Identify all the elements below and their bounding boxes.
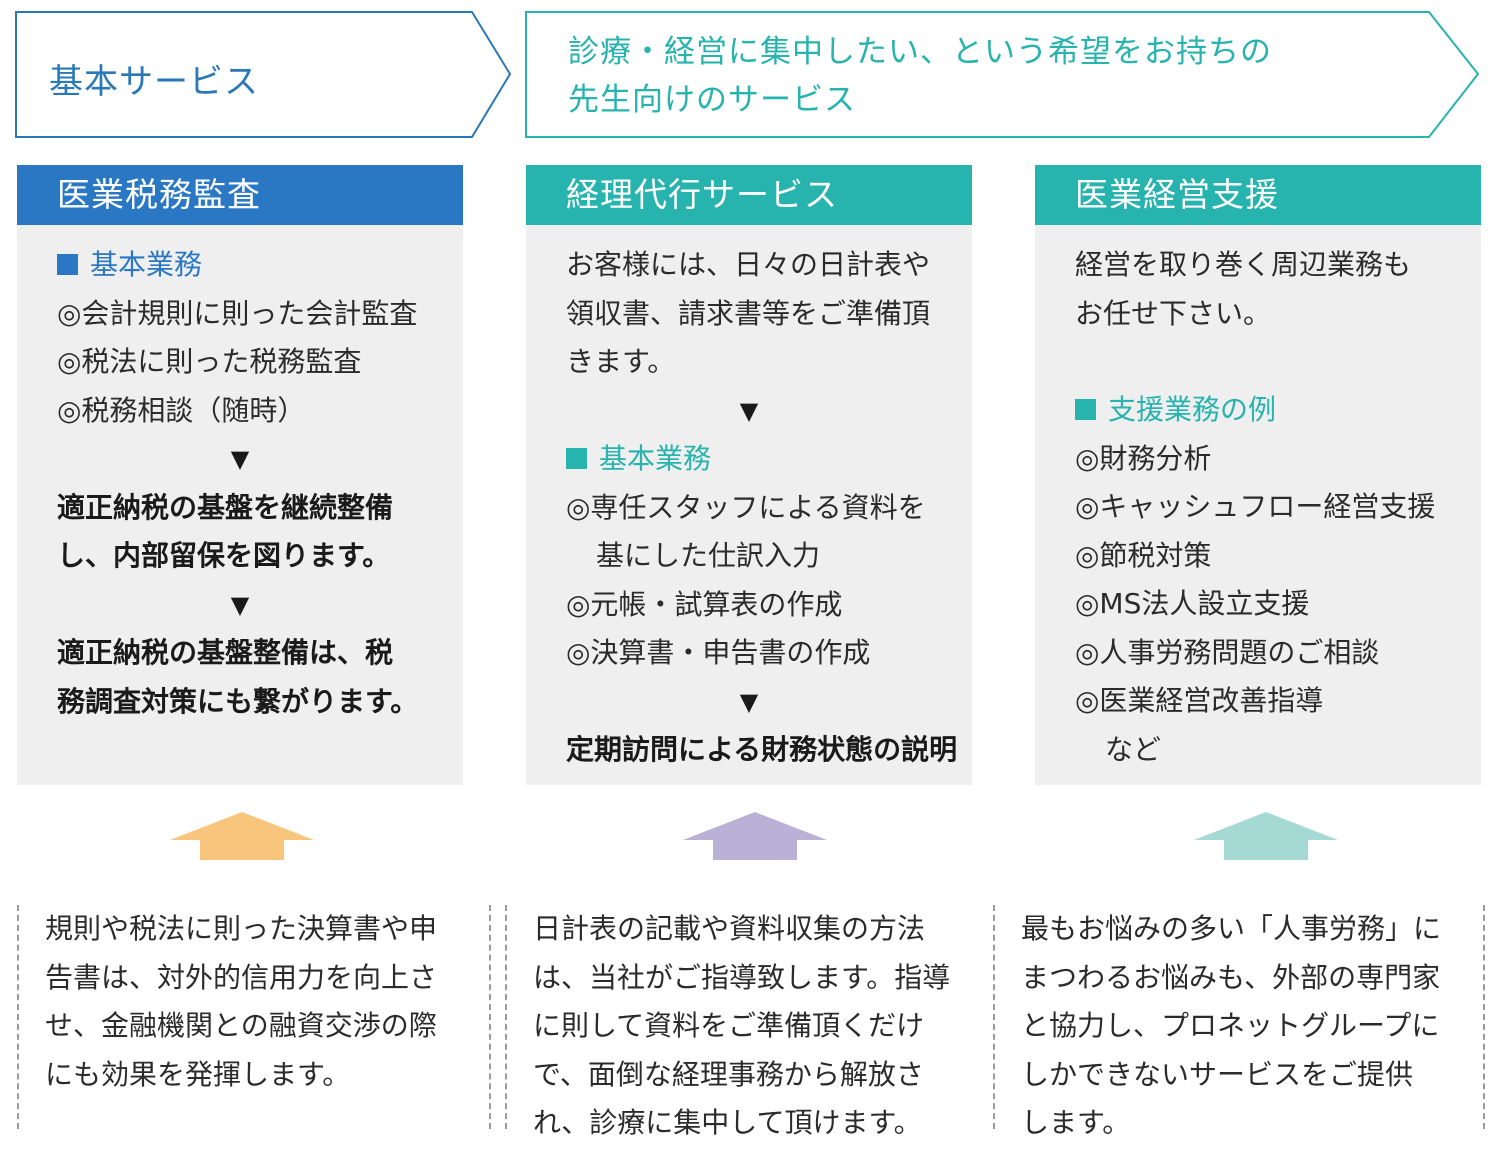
section-heading: 基本業務 xyxy=(57,241,463,290)
up-arrow-icon xyxy=(683,812,827,860)
result-line: し、内部留保を図ります。 xyxy=(57,539,391,572)
note-box: 規則や税法に則った決算書や申 告書は、対外的信用力を向上さ せ、金融機関との融資… xyxy=(17,905,491,1129)
focus-banner-arrow-shape xyxy=(525,11,1480,138)
list-item: ◎財務分析 xyxy=(1075,441,1212,475)
square-bullet-icon xyxy=(566,448,587,469)
note-line: れ、診療に集中して頂けます。 xyxy=(533,1106,922,1139)
note-line: 日計表の記載や資料収集の方法 xyxy=(533,912,926,945)
note-line: 告書は、対外的信用力を向上さ xyxy=(45,960,438,994)
result-line: 務調査対策にも繋がります。 xyxy=(57,684,419,718)
column-title: 医業税務監査 xyxy=(17,165,463,225)
section-heading: 基本業務 xyxy=(566,435,972,484)
down-triangle-icon: ▼ xyxy=(230,590,250,619)
basic-banner-arrow-shape xyxy=(15,11,512,138)
list-item: ◎税務相談（随時） xyxy=(57,393,306,427)
section-heading: 支援業務の例 xyxy=(1075,386,1481,435)
note-line: 最もお悩みの多い「人事労務」に xyxy=(1021,912,1442,945)
list-item: ◎キャッシュフロー経営支援 xyxy=(1075,490,1436,523)
column-body: 経営を取り巻く周辺業務も お任せ下さい。 支援業務の例 ◎財務分析 ◎キャッシュ… xyxy=(1035,225,1481,785)
list-item: ◎会計規則に則った会計監査 xyxy=(57,296,418,330)
column-management-support: 医業経営支援 経営を取り巻く周辺業務も お任せ下さい。 支援業務の例 ◎財務分析… xyxy=(1035,165,1481,785)
note-line: しかできないサービスをご提供 xyxy=(1021,1057,1414,1091)
list-item: ◎人事労務問題のご相談 xyxy=(1075,635,1380,669)
column-title: 経理代行サービス xyxy=(526,165,972,225)
result-line: 適正納税の基盤整備は、税 xyxy=(57,636,394,669)
note-line: に則して資料をご準備頂くだけ xyxy=(533,1009,925,1042)
focus-banner-label: 診療・経営に集中したい、という希望をお持ちの 先生向けのサービス xyxy=(568,28,1272,124)
list-item: ◎決算書・申告書の作成 xyxy=(566,636,871,669)
up-arrow-icon xyxy=(170,812,314,860)
column-body: お客様には、日々の日計表や 領収書、請求書等をご準備頂 きます。 ▼ 基本業務 … xyxy=(526,225,972,785)
column-title: 医業経営支援 xyxy=(1035,165,1481,225)
focus-banner-line1: 診療・経営に集中したい、という希望をお持ちの xyxy=(568,34,1272,70)
list-item: ◎節税対策 xyxy=(1075,538,1212,572)
down-triangle-icon: ▼ xyxy=(230,445,250,473)
down-triangle-icon: ▼ xyxy=(739,396,759,425)
column-tax-audit: 医業税務監査 基本業務 ◎会計規則に則った会計監査 ◎税法に則った税務監査 ◎税… xyxy=(17,165,463,785)
intro-line: お客様には、日々の日計表や xyxy=(566,248,931,281)
result-line: 適正納税の基盤を継続整備 xyxy=(57,490,394,524)
intro-line: 経営を取り巻く周辺業務も xyxy=(1075,248,1412,281)
note-line: で、面倒な経理事務から解放さ xyxy=(533,1057,924,1091)
list-item: ◎税法に則った税務監査 xyxy=(57,345,362,378)
up-arrow-icon xyxy=(1194,812,1338,860)
list-item: ◎MS法人設立支援 xyxy=(1075,587,1310,620)
basic-banner-label: 基本サービス xyxy=(49,62,259,102)
note-line: と協力し、プロネットグループに xyxy=(1021,1009,1440,1042)
list-item: ◎専任スタッフによる資料を xyxy=(566,490,926,524)
intro-line: きます。 xyxy=(566,345,676,378)
list-item: 基にした仕訳入力 xyxy=(596,539,821,572)
note-line: まつわるお悩みも、外部の専門家 xyxy=(1021,960,1441,994)
note-box: 日計表の記載や資料収集の方法 は、当社がご指導致します。指導 に則して資料をご準… xyxy=(505,905,995,1139)
intro-line: お任せ下さい。 xyxy=(1075,296,1272,330)
square-bullet-icon xyxy=(1075,399,1096,420)
spacer xyxy=(1075,338,1481,386)
list-item: ◎医業経営改善指導 xyxy=(1075,684,1324,717)
down-triangle-icon: ▼ xyxy=(739,687,759,716)
list-item: ◎元帳・試算表の作成 xyxy=(566,587,843,621)
note-line: にも効果を発揮します。 xyxy=(45,1057,351,1091)
column-body: 基本業務 ◎会計規則に則った会計監査 ◎税法に則った税務監査 ◎税務相談（随時）… xyxy=(17,225,463,785)
list-item: など xyxy=(1105,732,1162,766)
note-box: 最もお悩みの多い「人事労務」に まつわるお悩みも、外部の専門家 と協力し、プロネ… xyxy=(995,905,1485,1139)
result-line: 定期訪問による財務状態の説明 xyxy=(566,733,958,766)
column-bookkeeping: 経理代行サービス お客様には、日々の日計表や 領収書、請求書等をご準備頂 きます… xyxy=(526,165,972,785)
note-line: します。 xyxy=(1021,1106,1131,1139)
note-line: せ、金融機関との融資交渉の際 xyxy=(45,1009,437,1042)
note-line: は、当社がご指導致します。指導 xyxy=(533,960,951,994)
focus-service-banner: 診療・経営に集中したい、という希望をお持ちの 先生向けのサービス xyxy=(524,10,1482,140)
focus-banner-line2: 先生向けのサービス xyxy=(568,82,856,118)
intro-line: 領収書、請求書等をご準備頂 xyxy=(566,296,931,330)
note-line: 規則や税法に則った決算書や申 xyxy=(45,912,438,945)
basic-service-banner: 基本サービス xyxy=(14,10,514,140)
square-bullet-icon xyxy=(57,254,78,275)
